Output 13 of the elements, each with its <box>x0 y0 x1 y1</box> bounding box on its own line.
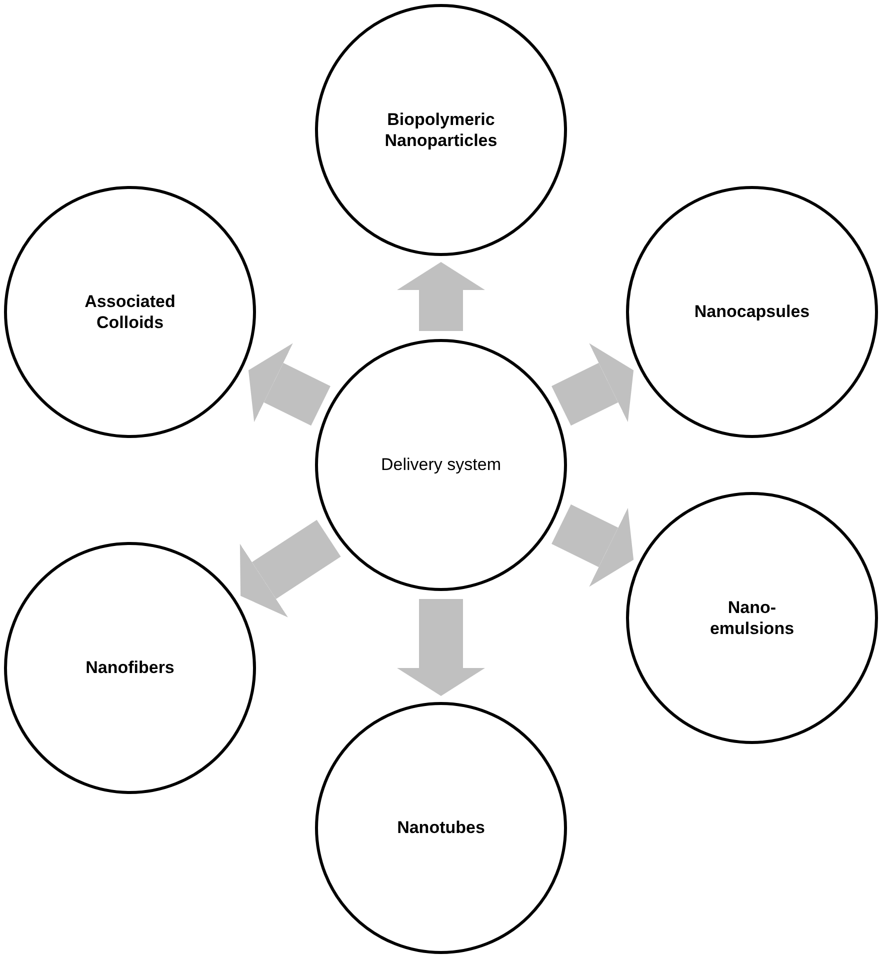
block-arrow <box>240 520 341 618</box>
block-arrow <box>552 504 634 587</box>
node-label: Nanocapsules <box>694 301 810 323</box>
node-label: Biopolymeric Nanoparticles <box>384 108 498 152</box>
node-label: Nano- emulsions <box>708 596 796 640</box>
block-arrow <box>397 262 485 331</box>
node-label: Nanotubes <box>397 817 485 839</box>
block-arrow <box>397 599 485 696</box>
block-arrow <box>248 343 330 426</box>
node-label: Nanofibers <box>86 657 174 679</box>
block-arrow <box>552 343 634 426</box>
node-label: Delivery system <box>381 454 501 476</box>
node-label: Associated Colloids <box>84 290 176 334</box>
